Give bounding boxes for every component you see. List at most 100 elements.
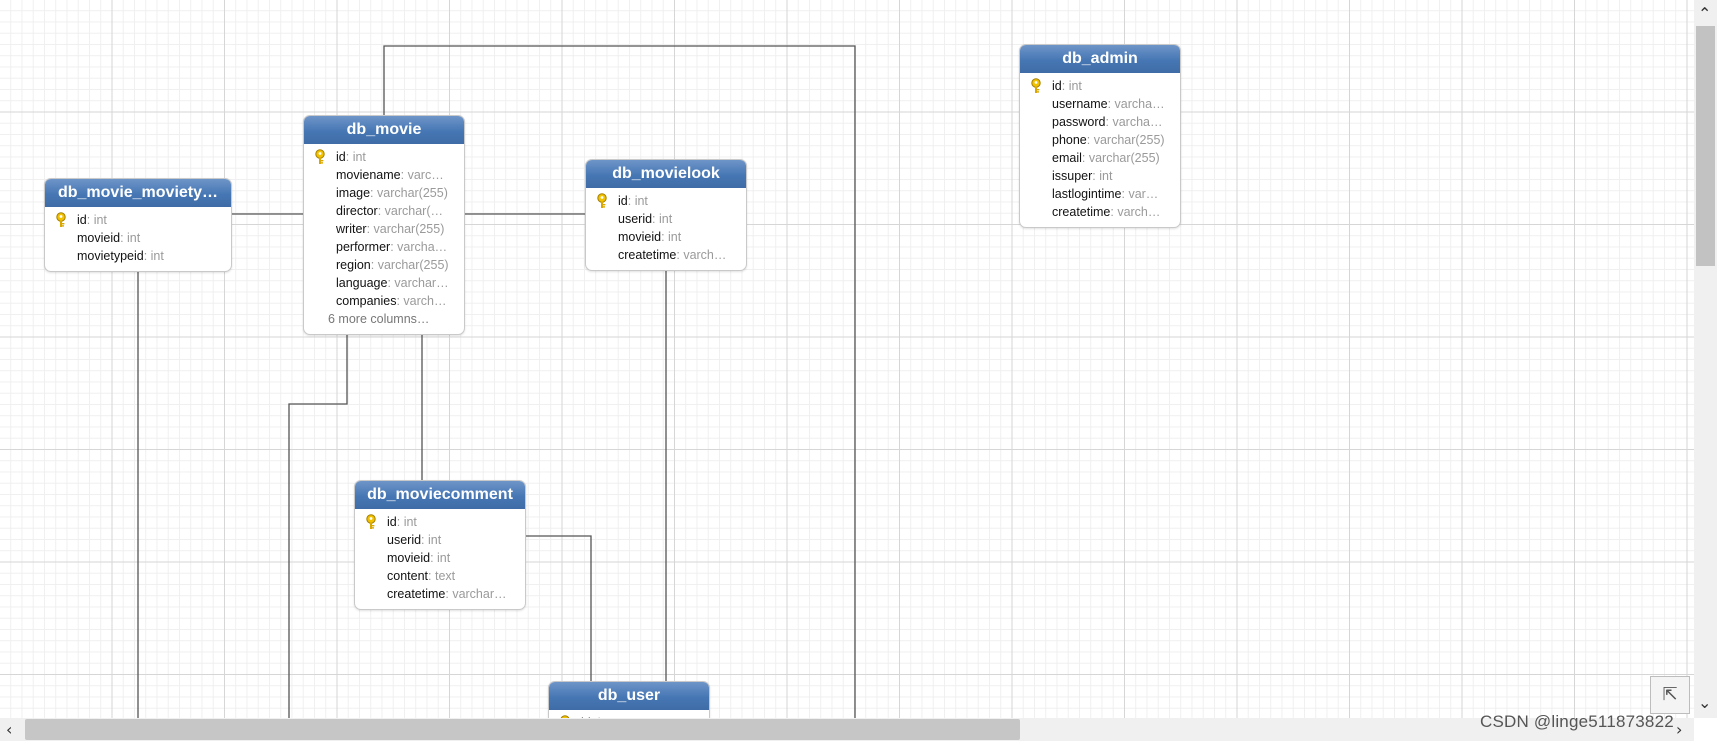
column-name: username: [1052, 97, 1108, 111]
column-row: createtime: varch…: [1052, 205, 1161, 219]
column-type: int: [437, 551, 451, 565]
table-db-movielook[interactable]: db_movielook id: int userid: int movieid…: [585, 159, 747, 271]
key-icon: [1031, 78, 1041, 93]
column-row: movietypeid: int: [77, 249, 164, 263]
column-type: int: [93, 213, 107, 227]
watermark: CSDN @linge511873822: [1480, 712, 1674, 731]
column-row: director: varchar(…: [336, 204, 443, 218]
column-type: varchar(255): [1088, 151, 1160, 165]
column-row: id: int: [586, 192, 746, 210]
column-row: movieid: int: [618, 230, 682, 244]
column-name: issuper: [1052, 169, 1093, 183]
table-title: db_movie: [304, 116, 464, 144]
column-name: movietypeid: [77, 249, 144, 263]
column-row: writer: varchar(255): [336, 222, 445, 236]
column-type: varch…: [683, 248, 727, 262]
column-type: int: [668, 230, 682, 244]
column-type: int: [127, 231, 141, 245]
table-title: db_movie_moviety…: [45, 179, 231, 207]
column-name: performer: [336, 240, 391, 254]
column-type: varchar(255): [373, 222, 445, 236]
key-icon: [560, 715, 570, 718]
column-name: movieid: [618, 230, 662, 244]
column-name: movieid: [77, 231, 121, 245]
table-db-movie[interactable]: db_movie id: int moviename: varc… image:…: [303, 115, 465, 335]
table-db-admin[interactable]: db_admin id: int username: varcha… passw…: [1019, 44, 1181, 228]
column-type: int: [428, 533, 442, 547]
column-row: createtime: varchar…: [387, 587, 507, 601]
key-icon: [315, 149, 325, 164]
column-row: movieid: int: [387, 551, 451, 565]
column-name: id: [618, 194, 628, 208]
relation-line-moviecomment-user: [524, 535, 592, 682]
diagram-canvas[interactable]: db_movie_moviety… id: int movieid: int m…: [0, 0, 1694, 718]
table-db-moviecomment[interactable]: db_moviecomment id: int userid: int movi…: [354, 480, 526, 610]
column-type: int: [150, 249, 164, 263]
chevron-up-icon[interactable]: ⌃: [1698, 4, 1712, 23]
table-title: db_user: [549, 682, 709, 710]
column-type: varcha…: [1112, 115, 1163, 129]
chevron-right-icon[interactable]: ›: [1676, 720, 1683, 739]
column-row: phone: varchar(255): [1052, 133, 1165, 147]
column-type: varcha…: [397, 240, 448, 254]
column-row: movieid: int: [77, 231, 141, 245]
column-row: email: varchar(255): [1052, 151, 1160, 165]
column-name: moviename: [336, 168, 401, 182]
column-name: movieid: [387, 551, 431, 565]
column-row: issuper: int: [1052, 169, 1113, 183]
relationship-lines: [137, 45, 856, 718]
column-row: id: int: [45, 211, 231, 229]
column-name: lastlogintime: [1052, 187, 1122, 201]
column-name: id: [336, 150, 346, 164]
column-row: id: int: [304, 148, 464, 166]
column-name: email: [1052, 151, 1082, 165]
column-name: image: [336, 186, 371, 200]
column-type: varchar(255): [377, 186, 448, 200]
column-name: id: [1052, 79, 1062, 93]
table-db-user[interactable]: db_user id: int: [548, 681, 710, 718]
column-type: var…: [1128, 187, 1159, 201]
column-type: varch…: [1117, 205, 1161, 219]
column-type: int: [1099, 169, 1113, 183]
column-type: int: [659, 212, 673, 226]
column-name: id: [387, 515, 397, 529]
column-row: performer: varcha…: [336, 240, 448, 254]
key-icon: [366, 514, 376, 529]
column-name: writer: [336, 222, 367, 236]
collapse-arrow-icon[interactable]: ⇱: [1650, 676, 1690, 714]
column-type: varcha…: [1114, 97, 1165, 111]
column-name: region: [336, 258, 371, 272]
relation-line-movie-down-left: [288, 332, 348, 718]
column-row: moviename: varc…: [336, 168, 444, 182]
column-name: id: [77, 213, 87, 227]
column-type: varc…: [407, 168, 444, 182]
vertical-scroll-thumb[interactable]: [1696, 26, 1715, 266]
table-db-movie-movietype[interactable]: db_movie_moviety… id: int movieid: int m…: [44, 178, 232, 272]
more-columns-link[interactable]: 6 more columns…: [328, 312, 430, 326]
column-name: phone: [1052, 133, 1087, 147]
column-row: companies: varch…: [336, 294, 447, 308]
column-row: image: varchar(255): [336, 186, 448, 200]
column-row: createtime: varch…: [618, 248, 727, 262]
column-name: userid: [618, 212, 653, 226]
column-type: int: [634, 194, 648, 208]
table-title: db_movielook: [586, 160, 746, 188]
column-name: createtime: [618, 248, 677, 262]
chevron-left-icon[interactable]: ‹: [6, 720, 13, 739]
column-row: id: int: [355, 513, 525, 531]
column-type: int: [352, 150, 366, 164]
table-title: db_admin: [1020, 45, 1180, 73]
column-row: id: int: [1020, 77, 1180, 95]
column-name: createtime: [1052, 205, 1111, 219]
column-type: varchar…: [452, 587, 507, 601]
column-name: userid: [387, 533, 422, 547]
column-name: language: [336, 276, 388, 290]
column-type: text: [434, 569, 456, 583]
column-row: userid: int: [387, 533, 442, 547]
column-row: userid: int: [618, 212, 673, 226]
key-icon: [597, 193, 607, 208]
horizontal-scroll-thumb[interactable]: [25, 719, 1020, 740]
column-type: varch…: [403, 294, 447, 308]
chevron-down-icon[interactable]: ⌄: [1698, 693, 1712, 712]
column-name: content: [387, 569, 429, 583]
